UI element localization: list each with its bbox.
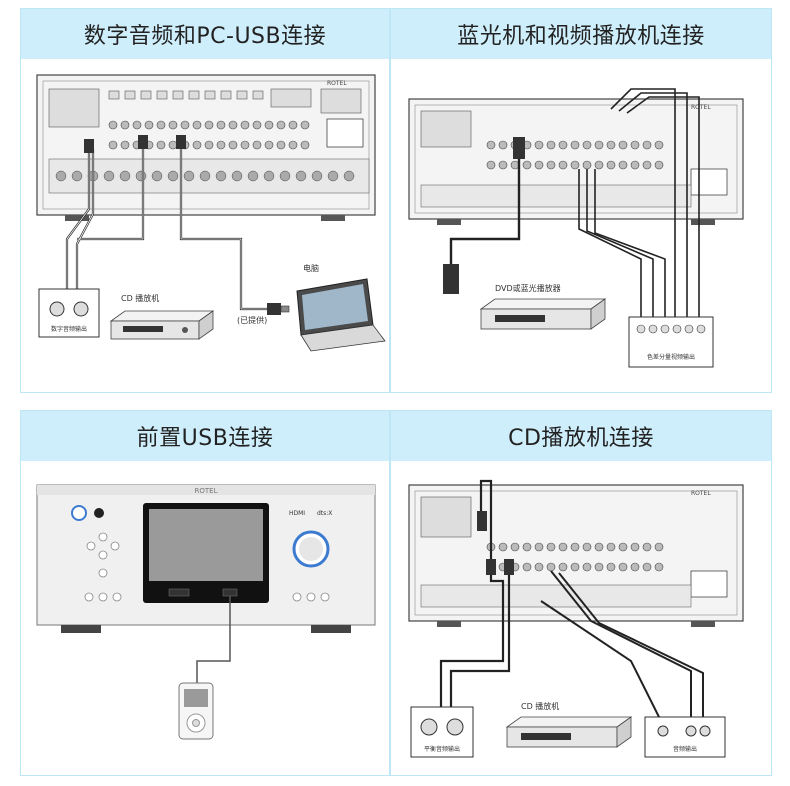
- dvd-bluray-player-icon: DVD或蓝光播放器: [479, 283, 607, 330]
- receiver-front-panel: ROTEL HDMI dts:X: [36, 484, 376, 633]
- right-pad-label: 音频输出: [673, 745, 697, 753]
- connection-diagram: ROTEL 平: [408, 479, 744, 758]
- panel-title: CD播放机连接: [391, 411, 771, 461]
- laptop-icon: 电脑: [296, 263, 386, 352]
- receiver-brand-label: ROTEL: [691, 104, 711, 111]
- panel-title: 前置USB连接: [21, 411, 389, 461]
- front-brand-label: ROTEL: [195, 487, 218, 495]
- receiver-brand-label: ROTEL: [327, 80, 347, 87]
- panel-title: 蓝光机和视频播放机连接: [391, 9, 771, 59]
- cd-player-icon: CD 播放机: [109, 293, 215, 340]
- receiver-rear-panel: ROTEL: [36, 74, 376, 221]
- panel-diagram: ROTEL 平: [391, 461, 771, 775]
- hdmi-logo: HDMI: [289, 510, 305, 517]
- panel-bluray-video: 蓝光机和视频播放机连接: [390, 8, 772, 393]
- dtsx-logo: dts:X: [317, 510, 332, 517]
- connector-pad-label: 数字音频输出: [51, 325, 87, 333]
- audio-output-connector-pad: 音频输出: [644, 716, 726, 758]
- usb-provided-label: (已提供): [237, 315, 267, 325]
- front-usb-port[interactable]: [222, 588, 238, 597]
- connection-diagram: ROTEL: [36, 74, 386, 352]
- balanced-output-connector-pad: 平衡音频输出: [410, 706, 474, 758]
- preset-buttons-right[interactable]: [292, 592, 330, 602]
- hdmi-plug-icon: [443, 264, 459, 294]
- panel-digital-usb: 数字音频和PC-USB连接: [20, 8, 390, 393]
- receiver-rear-panel: ROTEL: [408, 98, 744, 225]
- usb-plug-icon: (已提供): [237, 303, 290, 325]
- panel-diagram: ROTEL: [21, 59, 389, 392]
- connection-diagram: ROTEL HDMI dts:X: [36, 484, 376, 740]
- cd-player-label: CD 播放机: [521, 701, 559, 711]
- connection-diagram: ROTEL: [408, 88, 744, 368]
- receiver-brand-label: ROTEL: [691, 490, 711, 497]
- cd-player-icon: CD 播放机: [505, 701, 633, 748]
- preset-buttons-left[interactable]: [84, 592, 122, 602]
- dvd-player-label: DVD或蓝光播放器: [495, 283, 561, 293]
- receiver-rear-panel: ROTEL: [408, 484, 744, 627]
- navigation-buttons[interactable]: [86, 532, 120, 578]
- panel-title: 数字音频和PC-USB连接: [21, 9, 389, 59]
- panel-diagram: ROTEL HDMI dts:X: [21, 461, 389, 775]
- component-output-connector-pad: 色差分量视频输出: [628, 316, 714, 368]
- ir-sensor-icon: [94, 508, 104, 518]
- standby-button[interactable]: [71, 505, 87, 521]
- laptop-label: 电脑: [303, 263, 319, 273]
- media-player-icon: [178, 682, 214, 740]
- panel-cd-player: CD播放机连接: [390, 410, 772, 776]
- connector-pad-label: 色差分量视频输出: [647, 353, 695, 361]
- left-pad-label: 平衡音频输出: [424, 745, 460, 753]
- panel-diagram: ROTEL: [391, 59, 771, 392]
- panel-front-usb: 前置USB连接 ROTEL HDM: [20, 410, 390, 776]
- digital-output-connector-pad: 数字音频输出: [38, 288, 100, 338]
- cd-player-label: CD 播放机: [121, 293, 159, 303]
